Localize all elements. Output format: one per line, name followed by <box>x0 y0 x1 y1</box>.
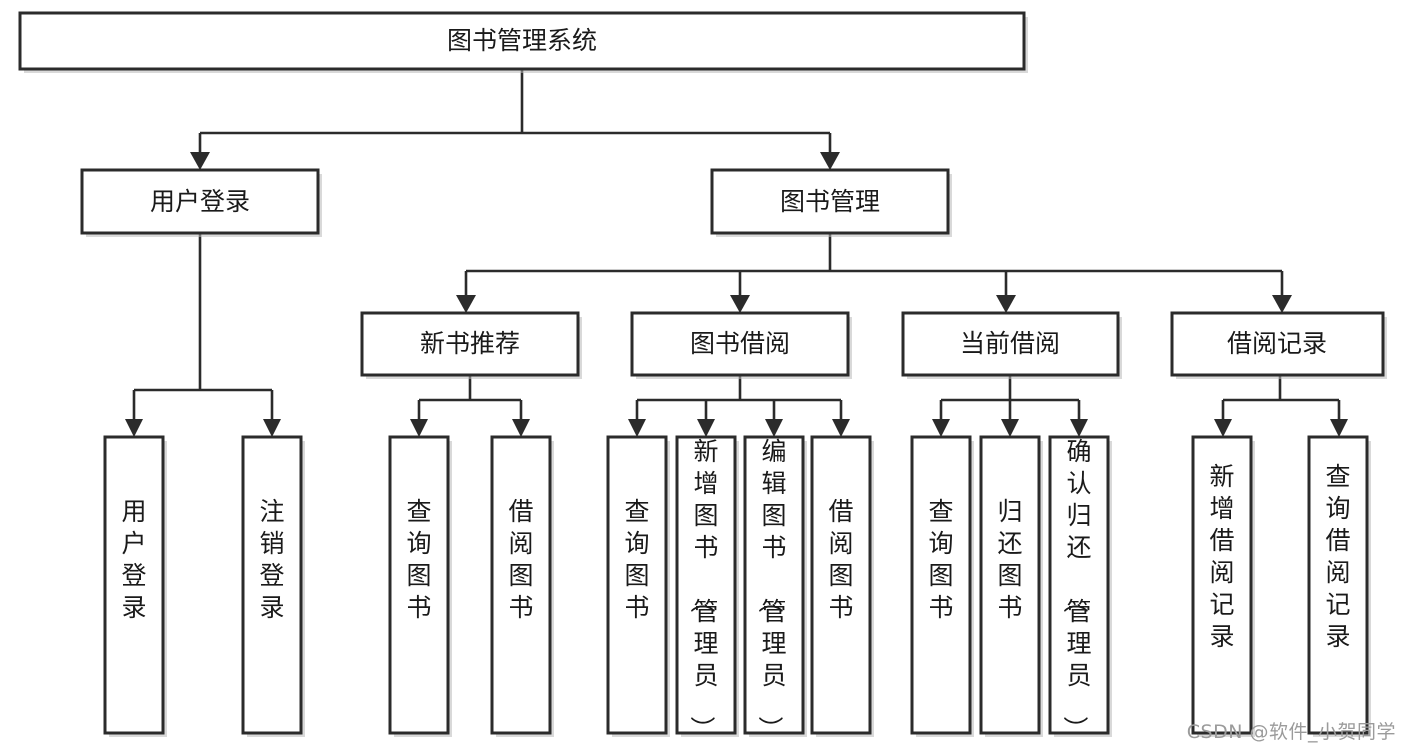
leaf-user-login-1-label: 用户登录 <box>121 497 146 622</box>
leaf-borrow-record-2-label: 查询借阅记录 <box>1325 462 1350 651</box>
arrow-current-borrow <box>996 295 1016 313</box>
node-user-login[interactable]: 用户登录 <box>80 168 322 237</box>
leaf-borrow-record-1[interactable]: 新增借阅记录 <box>1191 435 1255 737</box>
leaf-book-borrow-3[interactable]: 编辑图书（管理员） <box>743 435 807 741</box>
arrow-user-login <box>190 152 210 170</box>
leaf-book-borrow-4[interactable]: 借阅图书 <box>810 435 874 737</box>
leaf-current-borrow-2-label: 归还图书 <box>997 497 1022 622</box>
arrow-new-book-rec <box>456 295 476 313</box>
node-new-book-rec[interactable]: 新书推荐 <box>360 311 582 379</box>
arrow-leaf-current-borrow-2 <box>1001 419 1019 437</box>
arrow-leaf-book-borrow-1 <box>628 419 646 437</box>
node-root[interactable]: 图书管理系统 <box>18 11 1028 73</box>
arrow-leaf-book-borrow-4 <box>832 419 850 437</box>
leaf-current-borrow-3[interactable]: 确认归还（管理员） <box>1048 435 1112 741</box>
node-user-login-label: 用户登录 <box>150 187 250 216</box>
arrow-borrow-record <box>1272 295 1292 313</box>
leaf-new-book-rec-1-label: 查询图书 <box>406 497 431 622</box>
arrow-leaf-borrow-record-1 <box>1214 419 1232 437</box>
leaf-borrow-record-1-box <box>1191 435 1253 735</box>
leaf-borrow-record-2-box <box>1307 435 1369 735</box>
node-root-label: 图书管理系统 <box>447 26 597 55</box>
arrow-book-borrow <box>730 295 750 313</box>
node-current-borrow[interactable]: 当前借阅 <box>901 311 1122 379</box>
arrow-leaf-user-login-2 <box>263 419 281 437</box>
node-book-borrow[interactable]: 图书借阅 <box>630 311 852 379</box>
leaf-book-borrow-2-box <box>675 435 737 735</box>
leaf-new-book-rec-2[interactable]: 借阅图书 <box>490 435 554 737</box>
node-book-manage-box <box>710 168 950 235</box>
leaf-book-borrow-1[interactable]: 查询图书 <box>606 435 670 737</box>
node-user-login-box <box>80 168 320 235</box>
arrow-leaf-current-borrow-1 <box>932 419 950 437</box>
leaf-book-borrow-1-box <box>606 435 668 735</box>
leaf-user-login-2[interactable]: 注销登录 <box>241 435 305 737</box>
leaf-book-borrow-2[interactable]: 新增图书（管理员） <box>675 435 739 741</box>
connector-layer <box>125 69 1348 437</box>
node-current-borrow-label: 当前借阅 <box>960 329 1060 358</box>
leaf-current-borrow-3-box <box>1048 435 1110 735</box>
arrow-leaf-book-borrow-3 <box>765 419 783 437</box>
leaf-book-borrow-4-box <box>810 435 872 735</box>
node-borrow-record-label: 借阅记录 <box>1227 329 1327 358</box>
leaf-new-book-rec-2-label: 借阅图书 <box>508 497 533 622</box>
leaf-new-book-rec-1-box <box>388 435 450 735</box>
leaf-current-borrow-1-box <box>910 435 972 735</box>
leaf-borrow-record-2[interactable]: 查询借阅记录 <box>1307 435 1371 737</box>
leaf-book-borrow-4-label: 借阅图书 <box>828 497 853 622</box>
leaf-new-book-rec-2-box <box>490 435 552 735</box>
leaf-book-borrow-1-label: 查询图书 <box>624 497 649 622</box>
node-new-book-rec-box <box>360 311 580 377</box>
csdn-watermark: CSDN @软件_小贺同学 <box>1186 721 1396 743</box>
leaf-book-borrow-3-box <box>743 435 805 735</box>
node-book-manage-label: 图书管理 <box>780 187 880 216</box>
arrow-leaf-user-login-1 <box>125 419 143 437</box>
leaf-user-login-2-box <box>241 435 303 735</box>
leaf-user-login-1-box <box>103 435 165 735</box>
node-book-borrow-box <box>630 311 850 377</box>
leaf-current-borrow-1[interactable]: 查询图书 <box>910 435 974 737</box>
leaf-book-borrow-2-label: 新增图书（管理员） <box>687 437 718 741</box>
leaf-current-borrow-2-box <box>979 435 1041 735</box>
arrow-book-manage <box>820 152 840 170</box>
arrow-leaf-new-book-rec-1 <box>410 419 428 437</box>
leaf-current-borrow-3-label: 确认归还（管理员） <box>1060 437 1091 741</box>
leaf-new-book-rec-1[interactable]: 查询图书 <box>388 435 452 737</box>
leaf-current-borrow-2[interactable]: 归还图书 <box>979 435 1043 737</box>
arrow-leaf-borrow-record-2 <box>1330 419 1348 437</box>
leaf-user-login-2-label: 注销登录 <box>259 497 284 622</box>
node-current-borrow-box <box>901 311 1120 377</box>
node-borrow-record-box <box>1170 311 1385 377</box>
node-borrow-record[interactable]: 借阅记录 <box>1170 311 1387 379</box>
arrow-leaf-current-borrow-3 <box>1070 419 1088 437</box>
node-root-box <box>18 11 1026 71</box>
node-book-borrow-label: 图书借阅 <box>690 329 790 358</box>
leaf-user-login-1[interactable]: 用户登录 <box>103 435 167 737</box>
leaf-current-borrow-1-label: 查询图书 <box>928 497 953 622</box>
arrow-leaf-book-borrow-2 <box>697 419 715 437</box>
arrow-leaf-new-book-rec-2 <box>512 419 530 437</box>
leaf-borrow-record-1-label: 新增借阅记录 <box>1209 462 1234 651</box>
node-new-book-rec-label: 新书推荐 <box>420 329 520 358</box>
node-book-manage[interactable]: 图书管理 <box>710 168 952 237</box>
leaf-book-borrow-3-label: 编辑图书（管理员） <box>755 437 786 741</box>
